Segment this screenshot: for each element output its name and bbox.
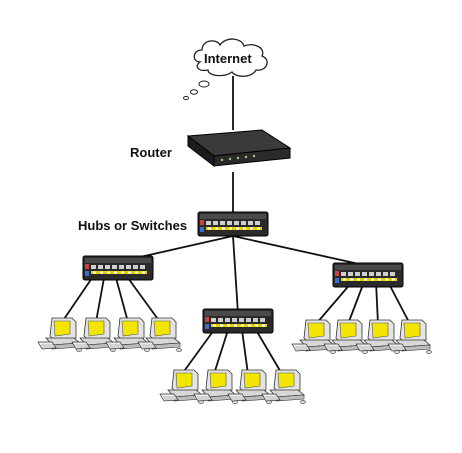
link-hub-right	[232, 235, 369, 267]
cloud-icon	[183, 38, 268, 101]
computer-icon	[387, 319, 432, 355]
connection-lines	[61, 76, 411, 375]
computer-icon	[137, 317, 182, 353]
switch-icon-left	[82, 255, 154, 281]
computer-icon	[261, 369, 306, 405]
link-hub-center	[232, 235, 239, 315]
switch-icon-center	[202, 308, 274, 334]
router-icon	[186, 129, 292, 168]
switch-icon-main	[197, 211, 269, 237]
internet-label: Internet	[204, 51, 252, 66]
router-label: Router	[130, 145, 172, 160]
hubs-label: Hubs or Switches	[78, 218, 188, 233]
switch-icon-right	[332, 262, 404, 288]
